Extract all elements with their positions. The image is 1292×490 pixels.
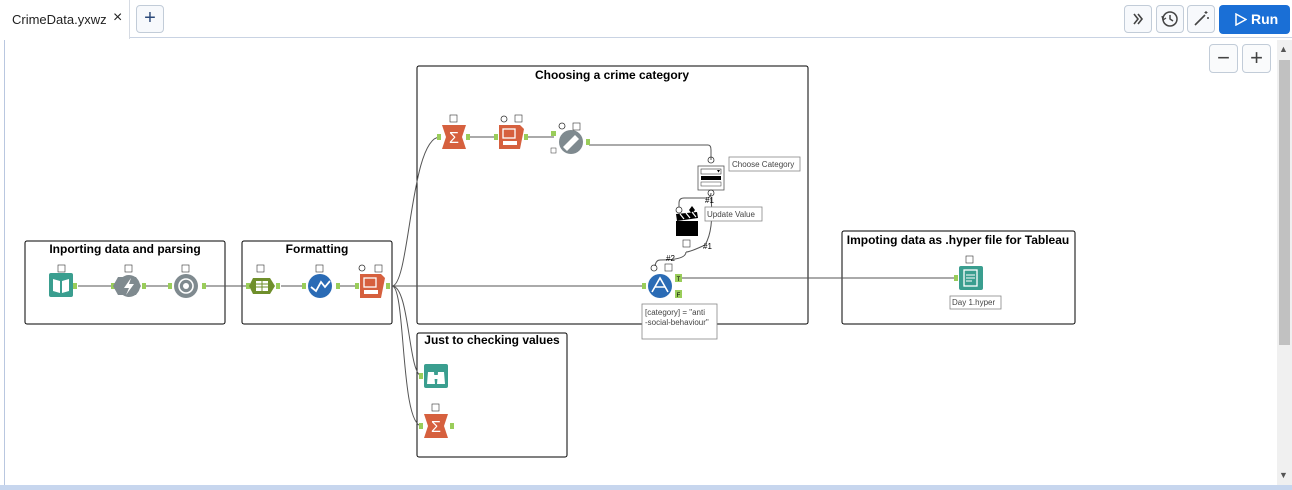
scroll-down-icon[interactable]: ▼ xyxy=(1279,470,1288,480)
annotation-box xyxy=(641,303,718,340)
container-title-importing: Inporting data and parsing xyxy=(49,242,200,256)
play-icon xyxy=(1235,13,1247,26)
annotation-box xyxy=(704,206,763,222)
browse-tool[interactable] xyxy=(419,364,448,388)
filter-false-anchor: F xyxy=(677,293,681,299)
action-tool[interactable] xyxy=(675,206,698,248)
zoom-in-button[interactable]: + xyxy=(1242,44,1271,73)
svg-text:Σ: Σ xyxy=(449,130,459,147)
scrollbar-thumb[interactable] xyxy=(1279,60,1290,345)
select-tool[interactable] xyxy=(246,264,280,294)
formula-tool[interactable] xyxy=(355,264,390,298)
history-button[interactable] xyxy=(1156,5,1184,33)
scroll-up-icon[interactable]: ▲ xyxy=(1279,44,1288,54)
parse-tool[interactable] xyxy=(168,264,206,298)
connection-label: #1 xyxy=(703,242,712,251)
annotation-box xyxy=(728,156,801,172)
summarize-tool-top[interactable]: Σ xyxy=(437,114,470,149)
annotation-output-file: Day 1.hyper xyxy=(952,298,995,307)
container-choosing[interactable] xyxy=(416,65,809,325)
annotation-update-value: Update Value xyxy=(707,210,755,219)
expand-button[interactable] xyxy=(1124,5,1152,33)
annotation-filter-line1: [category] = "anti xyxy=(645,308,705,317)
dropdown-interface-tool[interactable] xyxy=(697,156,725,197)
annotation-choose-category: Choose Category xyxy=(732,160,794,169)
connection[interactable] xyxy=(654,251,687,267)
magic-wand-icon xyxy=(1194,11,1209,26)
connection[interactable] xyxy=(391,136,441,287)
svg-text:Σ: Σ xyxy=(431,419,441,436)
crosstab-tool[interactable] xyxy=(550,122,590,154)
bottom-border xyxy=(0,485,1292,490)
container-checking[interactable] xyxy=(416,332,568,458)
double-chevron-right-icon xyxy=(1133,13,1144,25)
connection[interactable] xyxy=(391,285,423,377)
run-button[interactable]: Run xyxy=(1219,5,1290,34)
connection-label: #2 xyxy=(666,254,675,263)
zoom-out-button[interactable]: − xyxy=(1209,44,1238,73)
formula-tool-choose[interactable] xyxy=(494,114,528,149)
dynamic-input-tool[interactable] xyxy=(111,264,146,297)
container-title-choosing: Choosing a crime category xyxy=(535,68,689,82)
connection-label: #1 xyxy=(705,196,714,205)
history-icon xyxy=(1161,11,1178,27)
filter-tool[interactable] xyxy=(642,263,682,298)
magic-wand-button[interactable] xyxy=(1187,5,1215,33)
connection[interactable] xyxy=(391,285,423,427)
container-title-hyper: Impoting data as .hyper file for Tableau xyxy=(847,233,1069,247)
container-title-formatting: Formatting xyxy=(286,242,349,256)
workflow-tab[interactable]: CrimeData.yxwz × xyxy=(0,0,130,39)
connections xyxy=(78,136,958,427)
run-label: Run xyxy=(1251,11,1279,27)
summarize-tool-bottom[interactable]: Σ xyxy=(419,403,454,438)
input-tool[interactable] xyxy=(49,264,77,297)
filter-true-anchor: T xyxy=(677,277,681,283)
container-title-checking: Just to checking values xyxy=(424,333,560,347)
close-icon[interactable]: × xyxy=(113,9,123,26)
annotation-filter-line2: -social-behaviour" xyxy=(645,318,709,327)
output-tool[interactable] xyxy=(954,255,983,290)
workflow-diagram: Inporting data and parsing Formatting Ch… xyxy=(24,65,1076,458)
connection[interactable] xyxy=(589,144,712,160)
add-tab-button[interactable]: + xyxy=(136,5,164,33)
data-cleansing-tool[interactable] xyxy=(302,264,340,298)
annotation-box xyxy=(949,295,1002,310)
tab-title: CrimeData.yxwz xyxy=(12,12,107,27)
top-bar: CrimeData.yxwz × + Run xyxy=(0,0,1292,39)
